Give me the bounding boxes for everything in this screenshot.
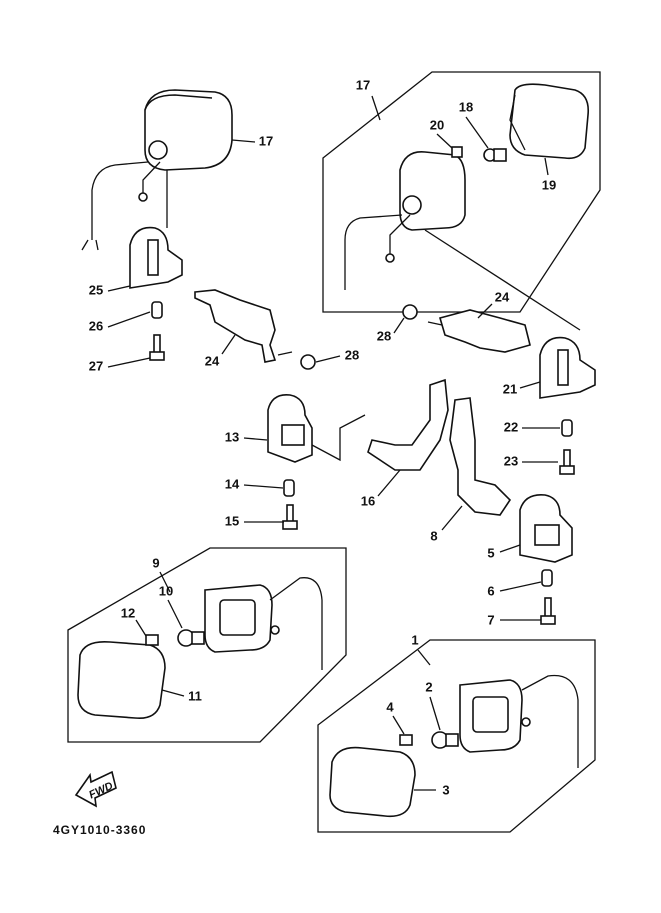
bracket-25 <box>129 226 183 289</box>
stay-24-left <box>194 289 293 363</box>
bracket-13 <box>267 393 366 463</box>
callout-4: 4 <box>386 699 394 714</box>
collar-14 <box>283 479 295 497</box>
lens-3 <box>329 746 416 818</box>
callout-13: 13 <box>225 429 239 444</box>
callout-8: 8 <box>430 528 437 543</box>
callout-19: 19 <box>542 177 556 192</box>
turn-signal-rear-right <box>344 151 581 331</box>
callout-3: 3 <box>442 782 449 797</box>
callout-25: 25 <box>89 282 103 297</box>
clip-20 <box>451 146 463 158</box>
group-outline-1 <box>317 639 596 833</box>
callout-24: 24 <box>495 289 510 304</box>
callout-9: 9 <box>152 555 159 570</box>
callout-23: 23 <box>504 453 518 468</box>
bulb-2 <box>431 731 459 749</box>
callout-1: 1 <box>411 632 418 647</box>
callout-21: 21 <box>503 381 517 396</box>
turn-signal-front-right <box>459 674 579 768</box>
group-outline-9 <box>67 547 347 743</box>
callout-26: 26 <box>89 318 103 333</box>
clip-12 <box>145 634 159 646</box>
screw-7 <box>540 597 556 625</box>
callout-16: 16 <box>361 493 375 508</box>
callout-15: 15 <box>225 513 239 528</box>
diagram-code: 4GY1010-3360 <box>53 823 146 837</box>
callout-2: 2 <box>425 679 432 694</box>
clip-4 <box>399 734 413 746</box>
collar-22 <box>561 419 573 437</box>
bulb-10 <box>177 629 205 647</box>
callout-11: 11 <box>188 688 202 703</box>
callout-6: 6 <box>487 583 494 598</box>
stay-16 <box>367 378 449 471</box>
callout-18: 18 <box>459 99 473 114</box>
callout-20: 20 <box>430 117 444 132</box>
lens-11 <box>77 640 166 720</box>
collar-6 <box>541 569 553 587</box>
nut-28-left <box>300 354 316 370</box>
callout-10: 10 <box>159 583 173 598</box>
stay-24-right <box>427 309 531 353</box>
callout-24: 24 <box>205 353 220 368</box>
turn-signal-front-left <box>204 577 323 670</box>
leader-lines <box>107 95 560 791</box>
callout-27: 27 <box>89 358 103 373</box>
screw-23 <box>559 449 575 475</box>
bulb-18 <box>483 148 507 162</box>
callout-28: 28 <box>377 328 391 343</box>
callout-5: 5 <box>487 545 494 560</box>
collar-26 <box>151 301 163 319</box>
callout-14: 14 <box>225 476 240 491</box>
callout-22: 22 <box>504 419 518 434</box>
lens-19 <box>509 83 590 160</box>
screw-27 <box>149 334 165 361</box>
callout-28: 28 <box>345 347 359 362</box>
nut-28-right <box>402 304 418 320</box>
bracket-21 <box>539 336 596 399</box>
screw-15 <box>282 504 298 530</box>
group-outline-17 <box>322 71 601 313</box>
fwd-arrow-icon: FWD <box>74 770 117 808</box>
callout-17: 17 <box>356 77 370 92</box>
callout-7: 7 <box>487 612 494 627</box>
turn-signal-rear-left <box>81 89 233 251</box>
stay-8 <box>449 397 512 516</box>
callout-12: 12 <box>121 605 135 620</box>
bracket-5 <box>519 493 573 563</box>
callout-17: 17 <box>259 133 273 148</box>
